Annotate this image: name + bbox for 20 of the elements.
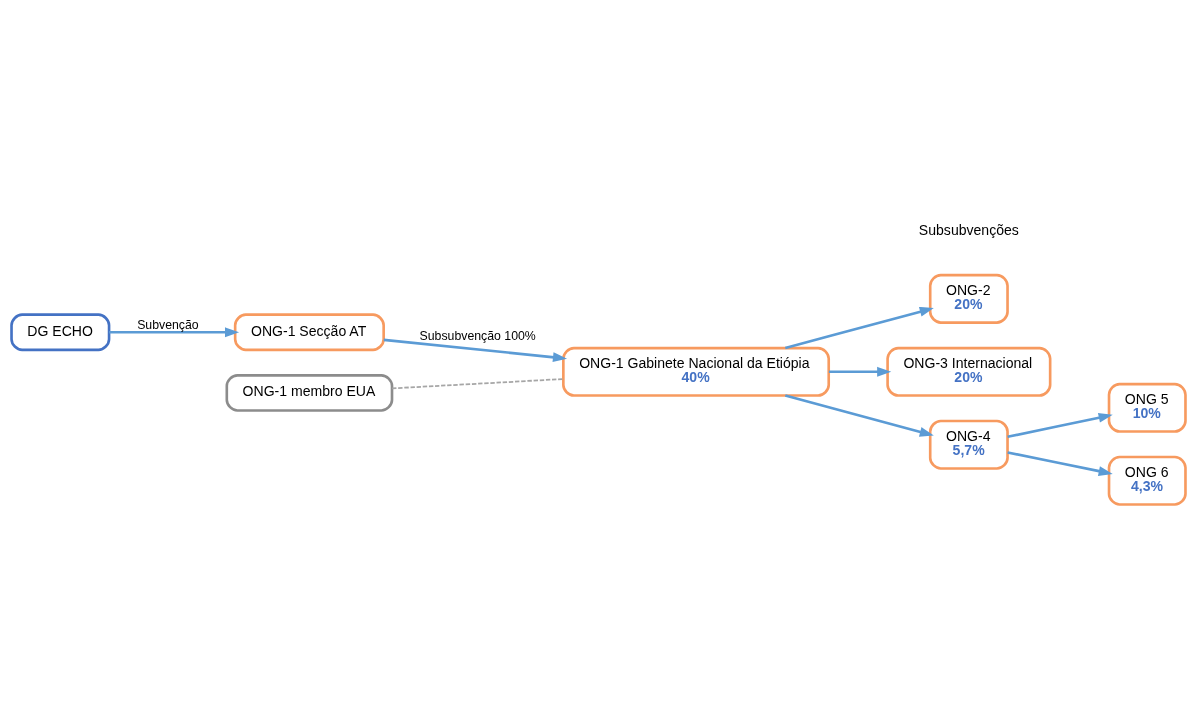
node-box: ONG 6 4,3% <box>1107 455 1187 506</box>
node-box: ONG-3 Internacional 20% <box>886 346 1052 397</box>
node-box: ONG-2 20% <box>928 273 1009 324</box>
node-box: ONG-1 membro EUA <box>225 373 394 412</box>
edge-label: Subsubvenção 100% <box>419 328 536 343</box>
arrow <box>784 393 934 437</box>
arrow <box>784 306 934 349</box>
arrow <box>828 366 892 377</box>
label: Subsubvenções <box>918 221 1019 238</box>
arrow <box>109 326 240 337</box>
node-box: ONG-4 5,7% <box>928 419 1009 470</box>
node-box: DG ECHO <box>10 312 111 351</box>
edge-label: Subvenção <box>137 317 199 332</box>
connector <box>391 377 564 389</box>
arrow <box>383 338 568 362</box>
arrow <box>1007 412 1113 438</box>
node-box: ONG 5 10% <box>1107 382 1187 433</box>
node-box: ONG-1 Gabinete Nacional da Etiópia 40% <box>562 346 831 397</box>
node-box: ONG-1 Secção AT <box>233 312 385 351</box>
arrow <box>1007 450 1113 476</box>
